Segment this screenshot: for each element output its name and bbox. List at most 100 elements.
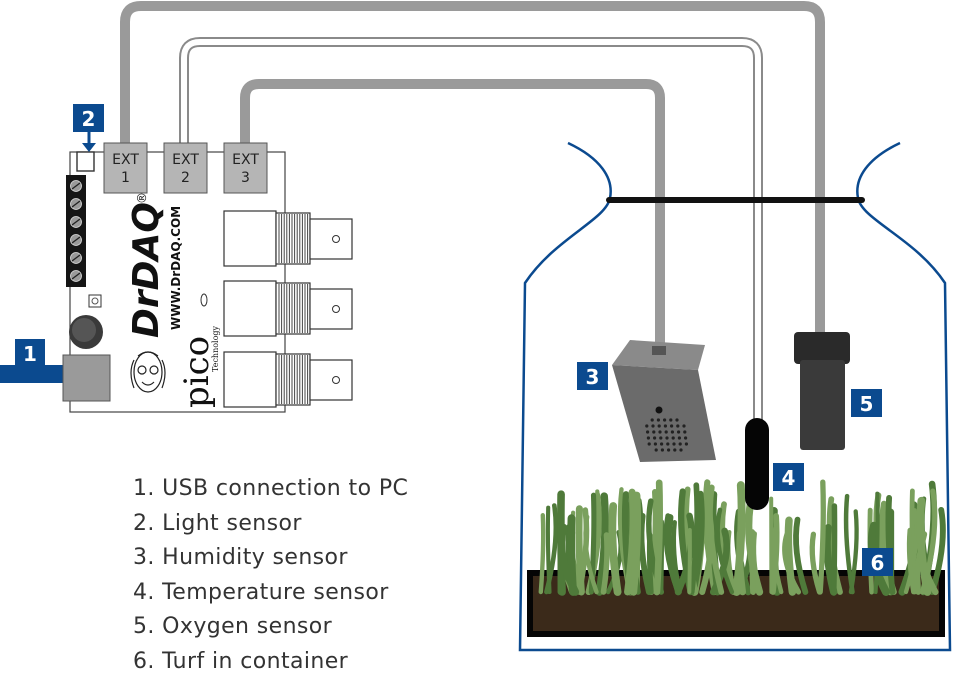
legend-item-light: 2. Light sensor (133, 507, 408, 542)
vent-hole (651, 424, 654, 427)
vent-hole (678, 436, 681, 439)
screw-terminal-icon (66, 175, 86, 287)
bnc-connector-icon (224, 211, 276, 266)
arrow-down-icon (82, 132, 96, 152)
vent-hole (657, 418, 660, 421)
microphone-inner (72, 318, 96, 342)
grass-blade (752, 532, 753, 592)
bnc-pin (333, 306, 340, 313)
ext-port-3-label: EXT (232, 152, 259, 168)
vent-hole (679, 442, 682, 445)
bnc-pin (333, 236, 340, 243)
drdaq-website: WWW.DrDAQ.COM (169, 206, 183, 330)
vent-hole (658, 424, 661, 427)
vent-hole (654, 442, 657, 445)
vent-hole (663, 418, 666, 421)
vent-hole (666, 442, 669, 445)
grass-blade (650, 535, 651, 592)
vent-hole (658, 430, 661, 433)
vent-hole (651, 418, 654, 421)
legend-item-oxygen: 5. Oxygen sensor (133, 610, 408, 645)
vent-hole (664, 424, 667, 427)
legend-item-temperature: 4. Temperature sensor (133, 576, 408, 611)
vent-hole (653, 436, 656, 439)
vent-hole (669, 418, 672, 421)
oxygen-sensor-cap (794, 332, 850, 364)
ext-port-2-label: EXT (172, 152, 199, 168)
grass-blade (612, 506, 617, 592)
vent-hole (648, 442, 651, 445)
vent-hole (673, 448, 676, 451)
vent-hole (672, 442, 675, 445)
vent-hole (683, 430, 686, 433)
bnc-plug (310, 360, 352, 400)
drdaq-logo: DrDAQ (126, 202, 167, 338)
vent-hole (677, 430, 680, 433)
temperature-probe (745, 418, 769, 510)
vent-hole (684, 436, 687, 439)
ext-port-2-number: 2 (181, 170, 190, 186)
oxygen-sensor (794, 332, 850, 450)
bnc-pin (333, 377, 340, 384)
oxygen-sensor-body (800, 360, 845, 450)
badge-humidity: 3 (577, 362, 608, 390)
vent-hole (647, 436, 650, 439)
vent-hole (660, 442, 663, 445)
drdaq-board: EXT 1 EXT 2 EXT 3 D (63, 143, 352, 412)
ext-port-1-number: 1 (121, 170, 130, 186)
legend: 1. USB connection to PC 2. Light sensor … (133, 472, 408, 679)
badge-usb-label: 1 (23, 342, 37, 366)
badge-turf-label: 6 (871, 551, 885, 575)
arrow-head (82, 143, 96, 152)
badge-usb: 1 (15, 339, 45, 367)
vent-hole (661, 448, 664, 451)
vent-hole (659, 436, 662, 439)
vent-hole (645, 424, 648, 427)
vent-hole (682, 424, 685, 427)
vent-hole (665, 430, 668, 433)
badge-oxygen-label: 5 (860, 392, 874, 416)
grass-blade (548, 508, 550, 592)
vent-hole (671, 430, 674, 433)
legend-item-humidity: 3. Humidity sensor (133, 541, 408, 576)
grass-blade (876, 494, 878, 592)
vent-hole (685, 442, 688, 445)
humidity-sensor-plug (652, 346, 666, 355)
reset-button-dot (92, 298, 98, 304)
grass-blade (657, 483, 660, 592)
ext-port-1: EXT 1 (104, 143, 147, 193)
grass-blade (689, 530, 690, 592)
ext-port-1-label: EXT (112, 152, 139, 168)
vent-hole (670, 424, 673, 427)
humidity-sensor-led (656, 407, 663, 414)
legend-item-usb: 1. USB connection to PC (133, 472, 408, 507)
bnc-connector-icon (224, 352, 276, 407)
ext-port-2: EXT 2 (164, 143, 207, 193)
badge-humidity-label: 3 (586, 365, 600, 389)
grass-blade (834, 506, 835, 592)
vent-hole (676, 424, 679, 427)
badge-light: 2 (73, 104, 104, 132)
badge-temperature-label: 4 (782, 466, 796, 490)
light-sensor (77, 152, 94, 171)
grass-blade (820, 482, 823, 592)
vent-hole (667, 448, 670, 451)
ext-port-3: EXT 3 (224, 143, 267, 193)
vent-hole (675, 418, 678, 421)
vent-hole (655, 448, 658, 451)
usb-cable (0, 365, 70, 383)
registered-mark: ® (135, 192, 149, 204)
bnc-connectors (224, 211, 352, 407)
badge-temperature: 4 (773, 463, 804, 491)
badge-oxygen: 5 (851, 389, 882, 417)
vent-hole (672, 436, 675, 439)
humidity-sensor-body (612, 365, 716, 462)
grass-blade (634, 495, 638, 592)
vent-hole (665, 436, 668, 439)
grass-blade (541, 515, 543, 592)
vent-hole (652, 430, 655, 433)
grass-blade (740, 533, 743, 592)
bnc-plug (310, 289, 352, 329)
ext-port-3-number: 3 (241, 170, 250, 186)
vent-hole (646, 430, 649, 433)
